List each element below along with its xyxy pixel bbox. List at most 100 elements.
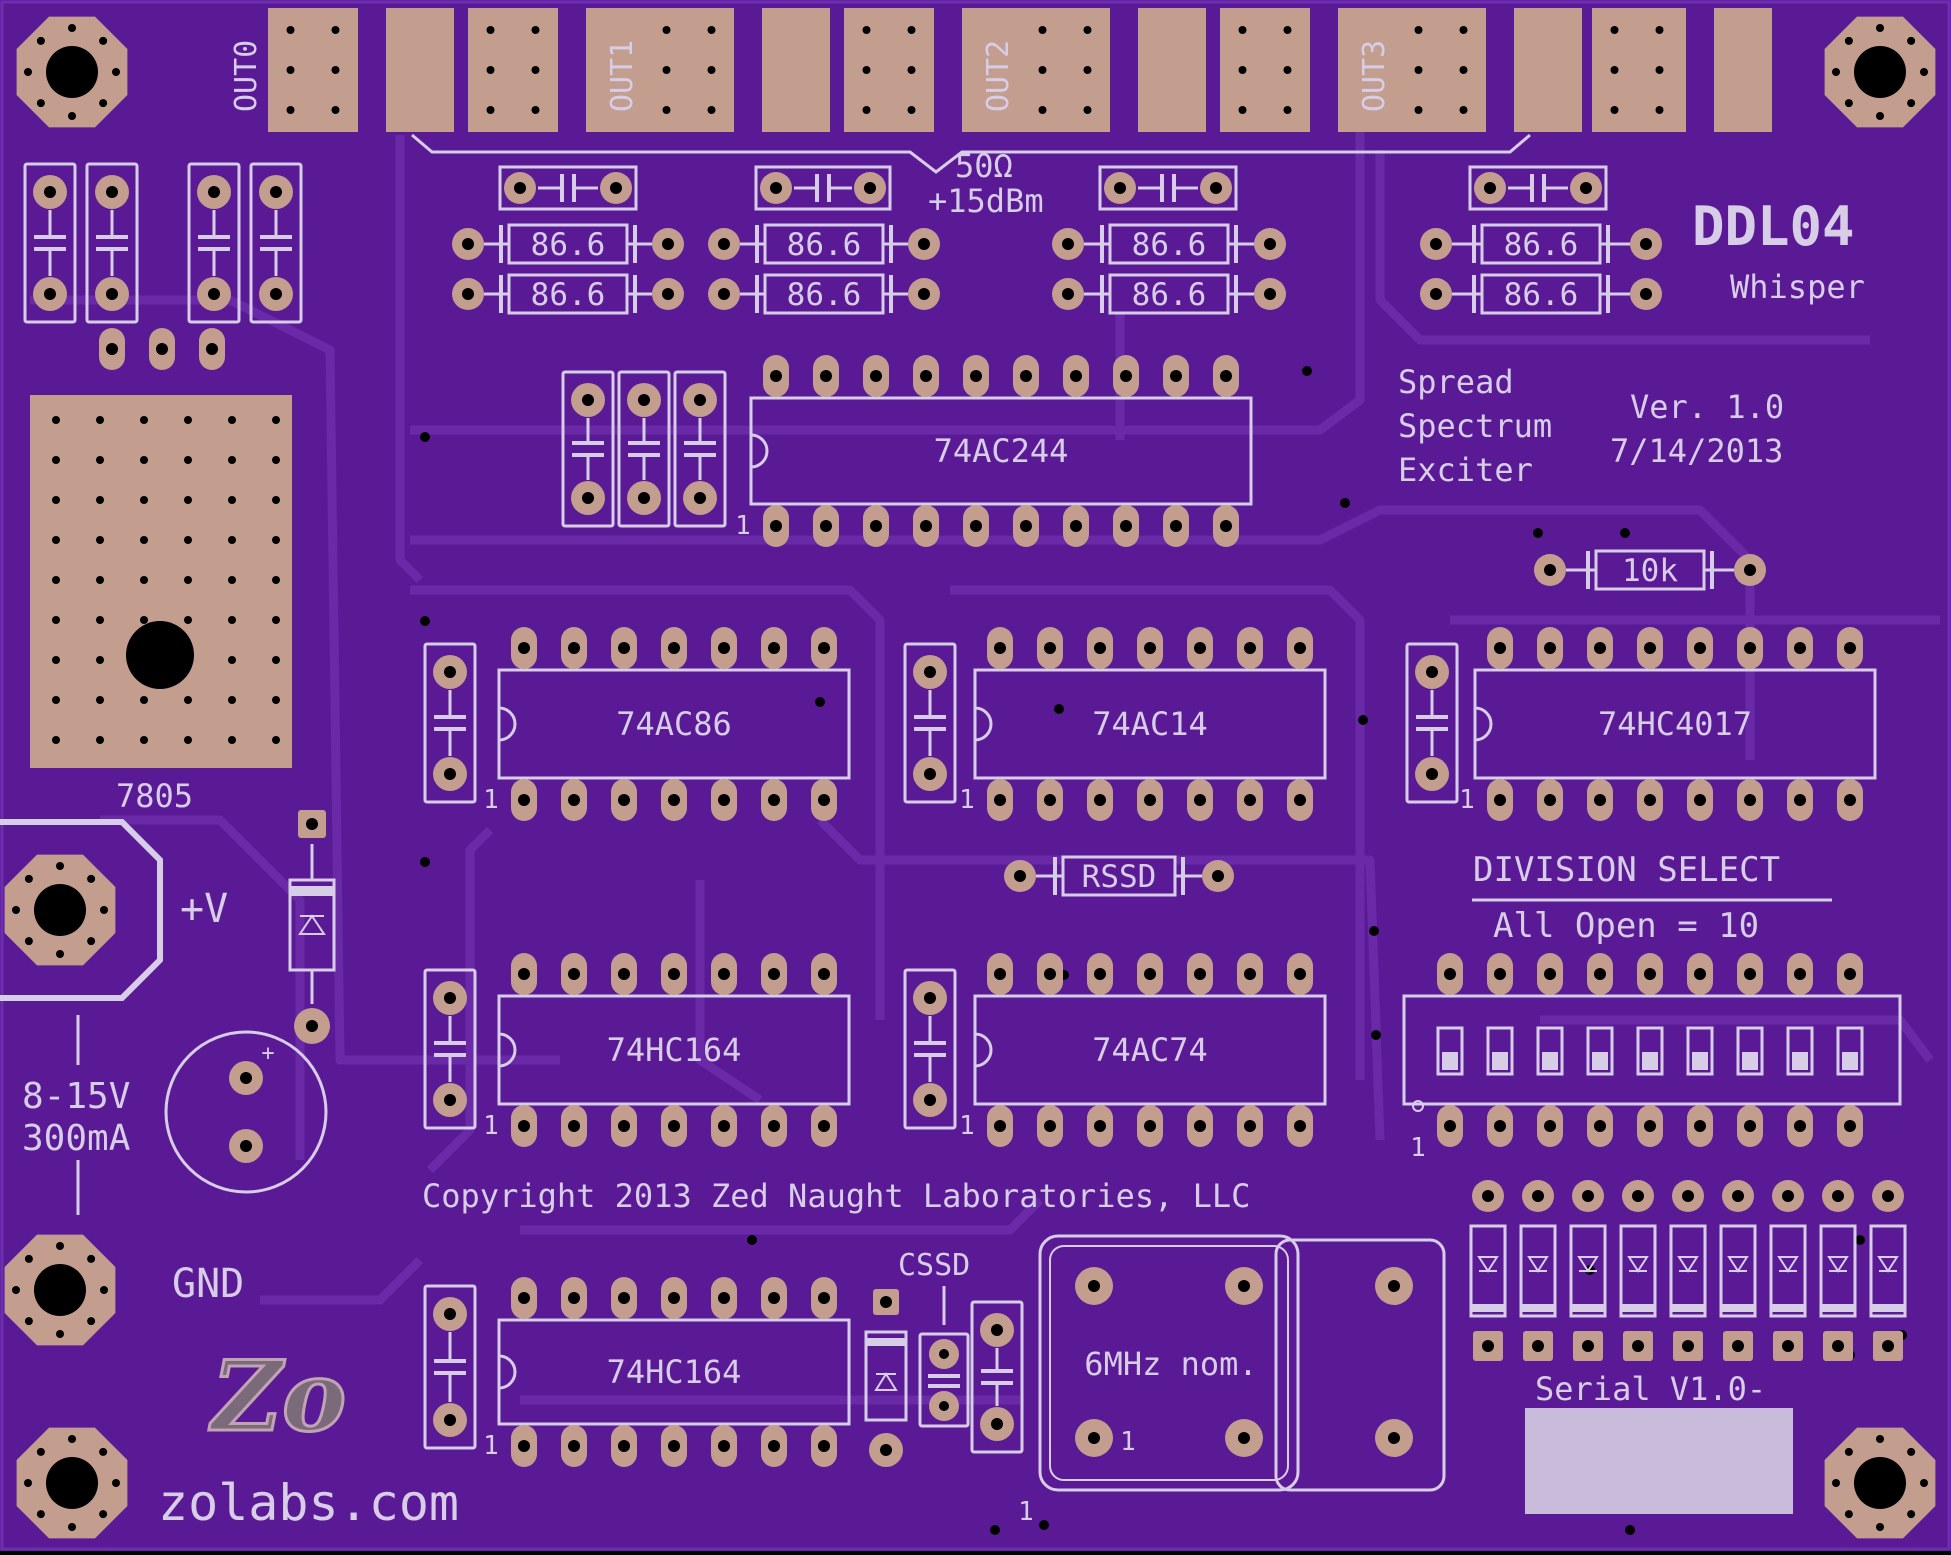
division-select-title: DIVISION SELECT xyxy=(1473,850,1780,890)
board-subtitle: Whisper xyxy=(1730,268,1865,306)
board-name: DDL04 xyxy=(1692,195,1855,258)
bypass-capacitor xyxy=(23,162,77,324)
select-diode xyxy=(1569,1180,1607,1361)
output-resistor: 86.6 xyxy=(1052,223,1286,265)
resistor-value: 86.6 xyxy=(787,227,862,263)
select-diode xyxy=(1669,1180,1707,1361)
output-resistor: 86.6 xyxy=(708,273,940,315)
svg-text:Zo: Zo xyxy=(208,1340,346,1453)
output-signal-pad xyxy=(386,8,454,132)
coupling-capacitor xyxy=(498,165,638,211)
pin1-marker: 1 xyxy=(483,785,499,815)
pin1-marker: 1 xyxy=(483,1111,499,1141)
mounting-hole xyxy=(4,1234,116,1346)
output-resistor: 86.6 xyxy=(452,273,684,315)
out3-label: OUT3 xyxy=(1357,40,1392,112)
output-signal-pad xyxy=(1138,8,1206,132)
division-select-dip-switch: 1 xyxy=(1402,953,1902,1163)
polarity-plus: + xyxy=(261,1041,274,1066)
mounting-hole xyxy=(1824,16,1936,128)
description-line-2: Spectrum xyxy=(1398,407,1552,445)
serial-label-box xyxy=(1525,1408,1793,1514)
select-diode xyxy=(1619,1180,1657,1361)
output-connector-pad xyxy=(1020,8,1110,132)
website-text: zolabs.com xyxy=(158,1474,459,1532)
chip-label: 74AC74 xyxy=(1092,1031,1208,1069)
dip-switch-pin1: 1 xyxy=(1410,1133,1426,1163)
power-plus-label: +V xyxy=(180,886,228,932)
bypass-capacitor xyxy=(970,1300,1024,1454)
chip-label: 74AC86 xyxy=(616,705,732,743)
output-signal-pad xyxy=(1714,8,1772,132)
bypass-capacitor xyxy=(673,370,727,528)
coupling-capacitor xyxy=(1098,165,1238,211)
bypass-capacitor xyxy=(423,1284,477,1450)
bypass-capacitor xyxy=(617,370,671,528)
pin1-marker: 1 xyxy=(483,1431,499,1461)
resistor-value: 86.6 xyxy=(1504,277,1579,313)
output-resistor: 86.6 xyxy=(452,223,684,265)
output-signal-pad xyxy=(1338,8,1396,132)
bypass-capacitor xyxy=(903,642,957,804)
chip-label: 74AC14 xyxy=(1092,705,1208,743)
output-signal-pad xyxy=(1514,8,1582,132)
resistor-value: 86.6 xyxy=(531,277,606,313)
chip-label: 74HC164 xyxy=(607,1353,742,1391)
output-connector-pad xyxy=(844,8,934,132)
zo-logo: Zo xyxy=(207,1339,348,1455)
cssd-capacitor xyxy=(918,1332,970,1428)
out0-label: OUT0 xyxy=(229,40,264,112)
output-level: +15dBm xyxy=(928,182,1044,220)
pin1-marker: 1 xyxy=(1459,785,1475,815)
select-diode xyxy=(1519,1180,1557,1361)
output-resistor: 86.6 xyxy=(708,223,940,265)
pin1-marker: 1 xyxy=(959,1111,975,1141)
pullup-resistor: 10k xyxy=(1534,549,1766,591)
output-signal-pad xyxy=(962,8,1020,132)
bypass-capacitor xyxy=(187,162,241,324)
board-date: 7/14/2013 xyxy=(1610,432,1783,470)
select-diode xyxy=(1469,1180,1507,1361)
chip-74ac86: 74AC86 1 xyxy=(483,627,851,821)
resistor-value: RSSD xyxy=(1082,859,1157,895)
power-diode xyxy=(288,810,336,1044)
resistor-value: 86.6 xyxy=(1504,227,1579,263)
select-diode xyxy=(1869,1180,1907,1361)
output-connector-pad xyxy=(1592,8,1682,132)
bypass-capacitor xyxy=(1405,642,1459,804)
coupling-capacitor xyxy=(754,165,892,211)
oscillator-pin1: 1 xyxy=(1120,1427,1136,1457)
select-diode xyxy=(1769,1180,1807,1361)
output-signal-pad xyxy=(762,8,830,132)
bypass-capacitor xyxy=(561,370,615,528)
resistor-value: 10k xyxy=(1622,553,1678,589)
ground-label: GND xyxy=(172,1261,244,1307)
bypass-capacitor xyxy=(249,162,303,324)
chip-label: 74AC244 xyxy=(934,432,1069,470)
chip-74hc164-b: 74HC164 1 xyxy=(483,1277,851,1467)
electrolytic-capacitor: + xyxy=(164,1030,328,1194)
regulator-7805 xyxy=(30,328,292,768)
regulator-label: 7805 xyxy=(116,777,193,815)
serial-label: Serial V1.0- xyxy=(1535,1370,1766,1408)
cssd-label: CSSD xyxy=(898,1248,970,1283)
traces xyxy=(30,120,1940,1405)
power-current: 300mA xyxy=(22,1118,131,1159)
copyright-text: Copyright 2013 Zed Naught Laboratories, … xyxy=(422,1177,1250,1215)
mounting-hole xyxy=(1824,1427,1936,1539)
power-jack-outline xyxy=(0,819,163,1001)
description-line-3: Exciter xyxy=(1398,451,1533,489)
output-resistor: 86.6 xyxy=(1052,273,1286,315)
output-impedance: 50Ω xyxy=(955,147,1013,185)
bypass-capacitor xyxy=(903,968,957,1130)
output-resistor: 86.6 xyxy=(1420,273,1662,315)
pin1-marker: 1 xyxy=(735,511,751,541)
bypass-capacitor xyxy=(85,162,139,324)
resistor-value: 86.6 xyxy=(531,227,606,263)
crystal-oscillator: 6MHz nom.11 xyxy=(1018,1234,1446,1527)
mounting-hole xyxy=(4,854,116,966)
